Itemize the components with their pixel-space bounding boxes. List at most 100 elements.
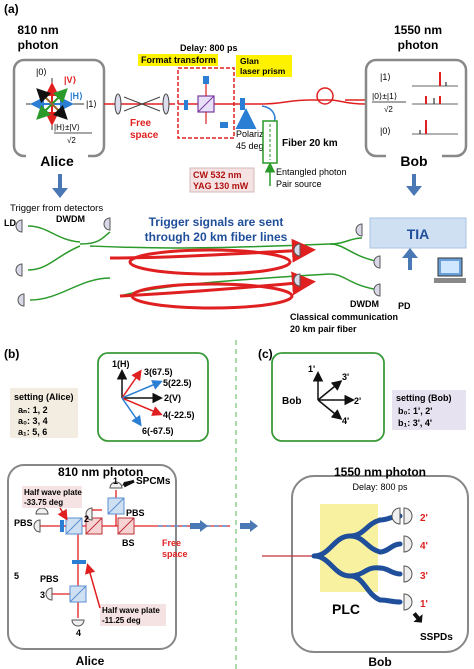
polarizer-optics	[235, 98, 262, 129]
entangled-line2: Pair source	[276, 179, 322, 189]
det-4: 4	[76, 628, 81, 638]
computer-icon	[434, 257, 466, 283]
bob-label-c: Bob	[368, 655, 391, 669]
plc-label: PLC	[332, 601, 360, 617]
sspds-pointer	[412, 612, 423, 623]
hwp1-line2: -33.75 deg	[24, 498, 63, 507]
hwp2-box	[100, 604, 166, 626]
bob-down-arrow	[406, 174, 422, 196]
tia-box	[369, 217, 467, 249]
dwdm-right-label: DWDM	[350, 299, 379, 309]
polarizer-line2: 45 deg	[236, 141, 264, 151]
alice-label-bg	[26, 150, 88, 168]
delay-label: Delay: 800 ps	[180, 43, 238, 53]
alice-state-hv: |H⟩±|V⟩	[54, 123, 80, 132]
bob-setting-title: setting (Bob)	[396, 393, 452, 403]
fiber-path	[261, 87, 366, 125]
bob-axis-3: 3'	[342, 372, 349, 382]
spcms-pointer-line	[123, 479, 135, 488]
classical-fiber-network	[15, 217, 381, 310]
det-2: 2	[84, 514, 89, 524]
tia-label: TIA	[407, 226, 430, 242]
bob-setting-line-2: b₁: 3', 4'	[398, 418, 432, 428]
angle-3: 3(67.5)	[144, 367, 173, 377]
cw-line1: CW 532 nm	[193, 170, 242, 180]
panel-b-label: (b)	[4, 347, 19, 361]
bob-sqrt2: √2	[384, 105, 393, 114]
bob-pulse-plots	[412, 72, 458, 135]
alice-setting-line-2: a₀: 3, 4	[18, 416, 48, 426]
alice-photon-label-b: 810 nm photon	[58, 465, 143, 479]
alice-polarization-diagram	[26, 78, 84, 130]
free-space-line1: Free	[130, 118, 152, 129]
alice-b-label-bg	[62, 652, 118, 668]
hwp2-pointer	[85, 563, 101, 609]
angle-1: 1(H)	[112, 359, 130, 369]
det-5: 5	[14, 571, 19, 581]
plc-waveguides	[262, 507, 413, 611]
pbs-label-2: PBS	[14, 518, 33, 528]
alice-down-arrow	[52, 174, 68, 198]
bob-axis-4: 4'	[342, 416, 349, 426]
angle-4: 4(-22.5)	[163, 410, 195, 420]
cw-line2: YAG 130 mW	[193, 181, 249, 191]
panel-c-label: (c)	[258, 347, 273, 361]
classical-line2: 20 km pair fiber	[290, 324, 357, 334]
bs-label: BS	[122, 538, 135, 548]
bob-setting-box	[392, 390, 466, 430]
alice-setting-box	[10, 388, 78, 438]
alice-state-v: |V⟩	[64, 75, 77, 85]
free-space-optics	[104, 93, 175, 115]
dwdm-left-label: DWDM	[56, 214, 85, 224]
angle-2: 2(V)	[164, 393, 181, 403]
entangled-line1: Entangled photon	[276, 167, 347, 177]
bob-angles-box	[271, 352, 385, 442]
free-space-b-line1: Free	[162, 538, 181, 548]
hwp1-pointer	[57, 507, 68, 521]
alice-state-1: |1⟩	[86, 99, 97, 109]
c-det-1: 1'	[420, 599, 428, 610]
ld-label: LD	[4, 218, 16, 228]
angle-6: 6(-67.5)	[142, 426, 174, 436]
trigger-detectors: Trigger from detectors	[10, 203, 103, 214]
hwp1-line1: Half wave plate	[24, 488, 82, 497]
alice-setup-box	[7, 464, 177, 650]
c-det-4: 4'	[420, 541, 428, 552]
glan-line2: laser prism	[240, 66, 286, 76]
alice-setting-title: setting (Alice)	[14, 392, 74, 402]
glan-bg	[236, 55, 292, 77]
pbs-label-3: PBS	[40, 574, 59, 584]
bob-axis-1: 1'	[308, 364, 315, 374]
polarizer-line1: Polarizer	[236, 129, 272, 139]
bob-photon-label-c: 1550 nm photon	[334, 465, 426, 479]
alice-angle-arrows	[116, 369, 163, 427]
bob-setup-box	[291, 475, 469, 653]
classical-line1: Classical communication	[290, 312, 398, 322]
trigger-signals-line2: through 20 km fiber lines	[145, 230, 288, 244]
b-arrow-left	[190, 520, 208, 532]
bob-state-01: |0⟩±|1⟩	[372, 91, 397, 101]
alice-label: Alice	[40, 153, 74, 169]
pd-label: PD	[398, 301, 411, 311]
fiber-label: Fiber 20 km	[282, 138, 338, 149]
tia-up-arrow	[402, 248, 418, 270]
c-det-2: 2'	[420, 513, 428, 524]
alice-setting-line-1: aₙ: 1, 2	[18, 405, 48, 415]
alice-state-0: |0⟩	[36, 67, 47, 77]
pbs-label-1: PBS	[126, 508, 145, 518]
hwp1-box	[22, 486, 82, 508]
angle-5: 5(22.5)	[163, 378, 192, 388]
format-transform-optics	[178, 76, 240, 128]
hwp2-line2: -11.25 deg	[102, 616, 141, 625]
det-1: 1	[113, 476, 118, 486]
photon-1550-line1: 1550 nm	[394, 23, 442, 37]
photon-810-line2: photon	[18, 38, 59, 52]
bob-state-0: |0⟩	[380, 126, 391, 136]
panel-a-label: (a)	[4, 2, 19, 16]
alice-setting-line-3: a₁: 5, 6	[18, 427, 47, 437]
bob-state-1: |1⟩	[380, 72, 391, 82]
c-det-3: 3'	[420, 571, 428, 582]
sspds-label: SSPDs	[420, 632, 453, 643]
